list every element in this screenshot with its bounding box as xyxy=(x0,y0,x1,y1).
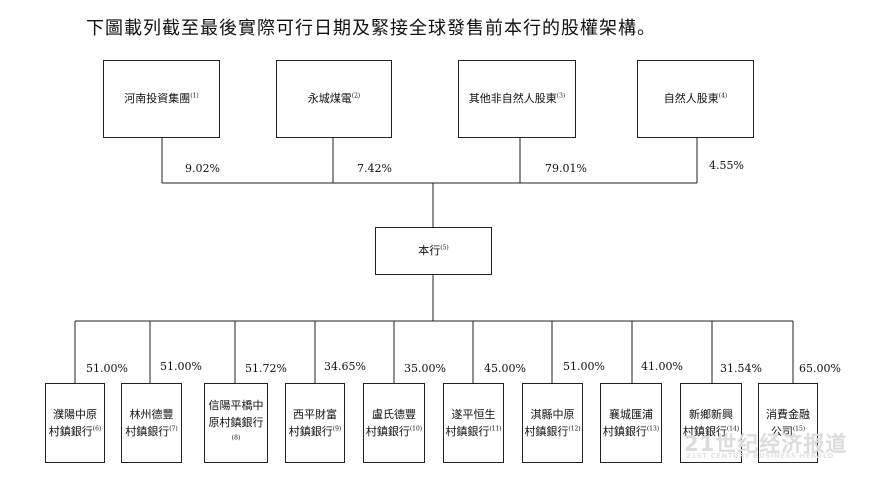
subsidiary-box-puyang: 濮陽中原村鎮銀行(6) xyxy=(45,383,105,463)
shareholder-box-henan-investment: 河南投資集團(1) xyxy=(103,60,220,138)
watermark-text-cn: 21世纪经济报道 xyxy=(684,432,848,456)
subsidiary-box-xiping: 西平財富村鎮銀行(9) xyxy=(285,383,345,463)
subsidiary-pct: 65.00% xyxy=(799,362,841,375)
footnote-ref: (9) xyxy=(332,425,342,433)
subsidiary-name-line2: 村鎮銀行 xyxy=(524,425,569,438)
subsidiary-name-line1: 淇縣中原 xyxy=(530,407,575,421)
subsidiary-name-line1: 林州德豐 xyxy=(129,407,174,421)
shareholder-name: 自然人股東 xyxy=(663,92,719,106)
subsidiary-box-xinyang: 信陽平橋中原村鎮銀行 (8) xyxy=(204,383,268,463)
shareholder-name: 永城煤電 xyxy=(307,92,352,106)
shareholding-pct: 4.55% xyxy=(709,159,744,172)
subsidiary-box-suiping: 遂平恒生村鎮銀行(11) xyxy=(443,383,504,463)
shareholder-box-natural-persons: 自然人股東(4) xyxy=(637,60,754,138)
subsidiary-name-line2: 村鎮銀行 xyxy=(125,425,170,438)
footnote-ref: (15) xyxy=(792,425,806,433)
subsidiary-pct: 51.00% xyxy=(563,360,605,373)
subsidiary-name-line1: 消費金融 xyxy=(766,407,810,421)
subsidiary-box-lushi: 盧氏德豐村鎮銀行(10) xyxy=(363,383,425,463)
page-heading: 下圖載列截至最後實際可行日期及緊接全球發售前本行的股權架構。 xyxy=(86,18,656,39)
subsidiary-name-line1: 新鄉新興 xyxy=(688,407,733,421)
subsidiary-box-linzhou: 林州德豐村鎮銀行(7) xyxy=(121,383,182,463)
footnote-ref: (4) xyxy=(718,92,728,100)
subsidiary-name-line2: 村鎮銀行 xyxy=(445,425,490,438)
footnote-ref: (5) xyxy=(440,244,449,252)
footnote-ref: (14) xyxy=(726,425,740,433)
shareholder-name: 河南投資集團 xyxy=(124,92,191,106)
subsidiary-pct: 34.65% xyxy=(324,360,366,373)
subsidiary-name-line2: 村鎮銀行 xyxy=(288,425,333,438)
subsidiary-pct: 35.00% xyxy=(404,362,446,375)
footnote-ref: (1) xyxy=(190,92,199,100)
shareholding-pct: 7.42% xyxy=(357,162,392,175)
subsidiary-name-line1: 信陽平橋中 xyxy=(208,399,264,413)
watermark-text-en: 21ST CENTURY BUSINESS HERALD xyxy=(686,452,834,460)
shareholder-box-other-non-natural: 其他非自然人股東(3) xyxy=(458,60,576,138)
footnote-ref: (10) xyxy=(409,425,423,433)
watermark-logo: 21世纪经济报道 21ST CENTURY BUSINESS HERALD xyxy=(680,428,850,468)
subsidiary-box-qixian: 淇縣中原村鎮銀行(12) xyxy=(522,383,583,463)
subsidiary-name-line2: 村鎮銀行 xyxy=(365,425,410,438)
subsidiary-box-xiangcheng: 襄城匯浦村鎮銀行(13) xyxy=(600,383,662,463)
subsidiary-name-line1: 襄城匯浦 xyxy=(608,407,653,421)
footnote-ref: (13) xyxy=(646,425,660,433)
subsidiary-pct: 51.00% xyxy=(86,362,128,375)
subsidiary-name-line1: 西平財富 xyxy=(293,407,337,421)
subsidiary-pct: 31.54% xyxy=(720,362,762,375)
subsidiary-pct: 51.00% xyxy=(160,360,202,373)
center-bank-box: 本行(5) xyxy=(375,227,492,275)
footnote-ref: (8) xyxy=(231,433,241,441)
subsidiary-pct: 51.72% xyxy=(245,362,287,375)
center-name: 本行 xyxy=(418,244,441,258)
subsidiary-pct: 41.00% xyxy=(641,360,683,373)
shareholder-box-yongcheng-coal: 永城煤電(2) xyxy=(276,60,392,138)
subsidiary-name-line2: 村鎮銀行 xyxy=(48,425,93,438)
subsidiary-pct: 45.00% xyxy=(484,362,526,375)
shareholder-name: 其他非自然人股東 xyxy=(468,92,557,106)
footnote-ref: (3) xyxy=(556,92,566,100)
subsidiary-name-line2: 村鎮銀行 xyxy=(602,425,647,438)
footnote-ref: (11) xyxy=(489,425,502,433)
subsidiary-name-line1: 盧氏德豐 xyxy=(371,407,416,421)
footnote-ref: (2) xyxy=(351,92,361,100)
shareholding-pct: 9.02% xyxy=(185,162,220,175)
footnote-ref: (12) xyxy=(568,425,581,433)
subsidiary-box-consumer-finance: 消費金融公司(15) xyxy=(758,383,818,463)
subsidiary-name-line2: 公司 xyxy=(770,425,793,438)
subsidiary-name-line1: 遂平恒生 xyxy=(451,407,496,421)
shareholding-pct: 79.01% xyxy=(545,162,587,175)
subsidiary-box-xinxiang: 新鄉新興村鎮銀行(14) xyxy=(680,383,742,463)
subsidiary-name-line1: 濮陽中原 xyxy=(53,407,97,421)
subsidiary-name-line2: 原村鎮銀行 xyxy=(208,416,264,430)
subsidiary-name-line2: 村鎮銀行 xyxy=(682,425,727,438)
footnote-ref: (6) xyxy=(92,425,102,433)
footnote-ref: (7) xyxy=(169,425,178,433)
